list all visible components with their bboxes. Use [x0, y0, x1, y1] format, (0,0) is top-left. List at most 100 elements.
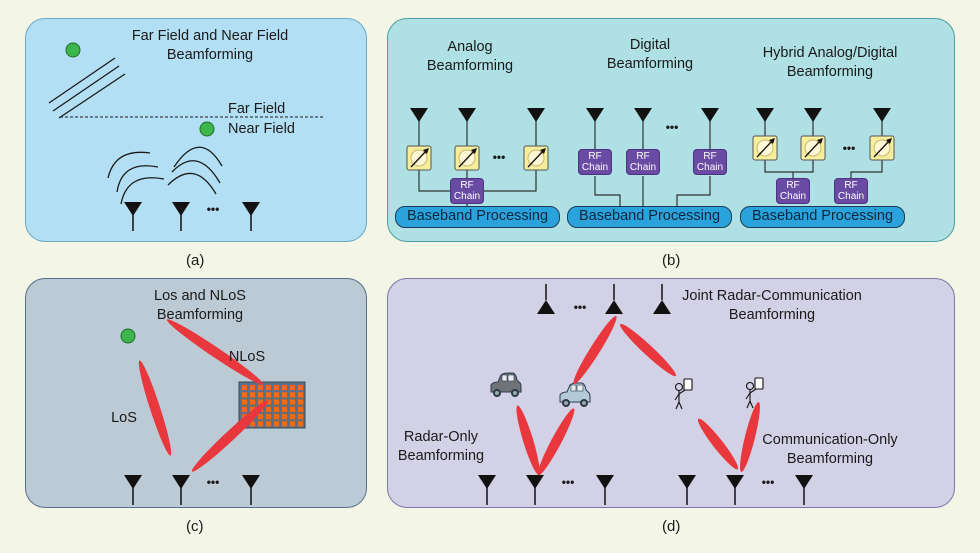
users-d	[674, 377, 764, 410]
ris-element	[258, 414, 263, 420]
ris-element	[298, 406, 303, 412]
joint-beam-comm	[620, 323, 676, 377]
rf-chain-digital-2: RF Chain	[626, 149, 660, 175]
caption-b: (b)	[662, 252, 681, 269]
ellipsis-icon: •••	[842, 141, 856, 155]
hybrid-wiring	[764, 120, 883, 178]
ris-element	[266, 392, 271, 398]
ris-element	[298, 392, 303, 398]
caption-c: (c)	[186, 518, 204, 535]
ris-element	[282, 385, 287, 390]
analog-title: Analog Beamforming	[426, 39, 514, 74]
comm-beam-2	[740, 402, 760, 472]
ris-element	[298, 399, 303, 405]
ris-element	[274, 392, 279, 398]
top-antenna-array	[536, 283, 672, 315]
baseband-hybrid: Baseband Processing	[740, 206, 905, 228]
ris-element	[282, 392, 287, 398]
antenna-icon	[652, 283, 672, 315]
antenna-icon	[526, 475, 544, 505]
panel-joint-radar-communication	[387, 278, 955, 508]
ris-element	[282, 421, 287, 427]
ris-element	[298, 385, 303, 390]
ris-element	[274, 414, 279, 420]
baseband-digital: Baseband Processing	[567, 206, 732, 228]
ris-element	[250, 385, 255, 390]
joint-beam-radar	[573, 315, 617, 385]
rf-chain-hybrid-1: RF Chain	[776, 178, 810, 204]
ellipsis-icon: •••	[206, 475, 220, 489]
ris-element	[250, 406, 255, 412]
ris-element	[274, 399, 279, 405]
panel-a-title: Far Field and Near Field Beamforming	[131, 28, 289, 63]
panel-far-near-field	[25, 18, 367, 242]
radar-only-title: Radar-Only Beamforming	[397, 429, 485, 464]
ris-element	[258, 399, 263, 405]
ellipsis-icon: •••	[492, 150, 506, 164]
ris-element	[250, 421, 255, 427]
rf-chain-digital-1: RF Chain	[578, 149, 612, 175]
ris-element	[282, 406, 287, 412]
antenna-icon	[726, 475, 744, 505]
ris-element	[266, 399, 271, 405]
antenna-icon	[536, 283, 556, 315]
ris-element	[242, 392, 247, 398]
panel-beamforming-architectures	[387, 18, 955, 242]
ris-element	[266, 385, 271, 390]
antenna-icon	[596, 475, 614, 505]
ellipsis-icon: •••	[206, 202, 220, 216]
comm-beam-1	[697, 418, 739, 470]
antenna-icon	[242, 475, 260, 505]
antenna-array-c	[124, 475, 260, 505]
ellipsis-icon: •••	[561, 475, 575, 489]
rf-chain-analog: RF Chain	[450, 178, 484, 204]
car-icon	[559, 382, 591, 408]
ellipsis-icon: •••	[761, 475, 775, 489]
user-icon	[120, 328, 136, 344]
ris-element	[290, 421, 295, 427]
los-beam	[138, 360, 172, 456]
ris-element	[290, 392, 295, 398]
plane-wavefronts-icon	[48, 57, 126, 119]
radar-beam-1	[516, 405, 540, 475]
antenna-icon	[242, 202, 260, 231]
digital-wiring	[594, 120, 711, 207]
rf-chain-hybrid-2: RF Chain	[834, 178, 868, 204]
ris-element	[290, 406, 295, 412]
digital-title: Digital Beamforming	[606, 37, 694, 72]
bottom-antenna-arrays	[478, 475, 813, 505]
radar-beam-2	[537, 408, 575, 476]
caption-a: (a)	[186, 252, 205, 269]
ris-element	[258, 392, 263, 398]
car-icon	[490, 372, 522, 398]
rf-chain-digital-3: RF Chain	[693, 149, 727, 175]
antenna-icon	[604, 283, 624, 315]
panel-c-title: Los and NLoS Beamforming	[154, 288, 246, 323]
ris-element	[266, 421, 271, 427]
antenna-array-a	[124, 202, 260, 231]
near-field-label: Near Field	[228, 121, 295, 137]
ris-element	[274, 421, 279, 427]
near-field-user-icon	[199, 121, 215, 137]
spherical-wavefronts-icon	[107, 146, 223, 205]
nlos-reflected-beam	[191, 400, 269, 472]
ris-element	[242, 406, 247, 412]
ris-element	[282, 399, 287, 405]
ris-element	[290, 399, 295, 405]
ris-element	[242, 385, 247, 390]
ris-element	[258, 385, 263, 390]
caption-d: (d)	[662, 518, 681, 535]
antenna-icon	[172, 475, 190, 505]
far-field-label: Far Field	[228, 101, 286, 117]
comm-only-title: Communication-Only Beamforming	[762, 432, 898, 467]
los-label: LoS	[111, 410, 137, 426]
ris-element	[250, 399, 255, 405]
far-field-user-icon	[65, 42, 81, 58]
ris-element	[274, 385, 279, 390]
ris-element	[258, 421, 263, 427]
hybrid-title: Hybrid Analog/Digital Beamforming	[762, 45, 898, 80]
antenna-icon	[124, 475, 142, 505]
ris-element	[266, 406, 271, 412]
beams-d	[516, 315, 760, 476]
